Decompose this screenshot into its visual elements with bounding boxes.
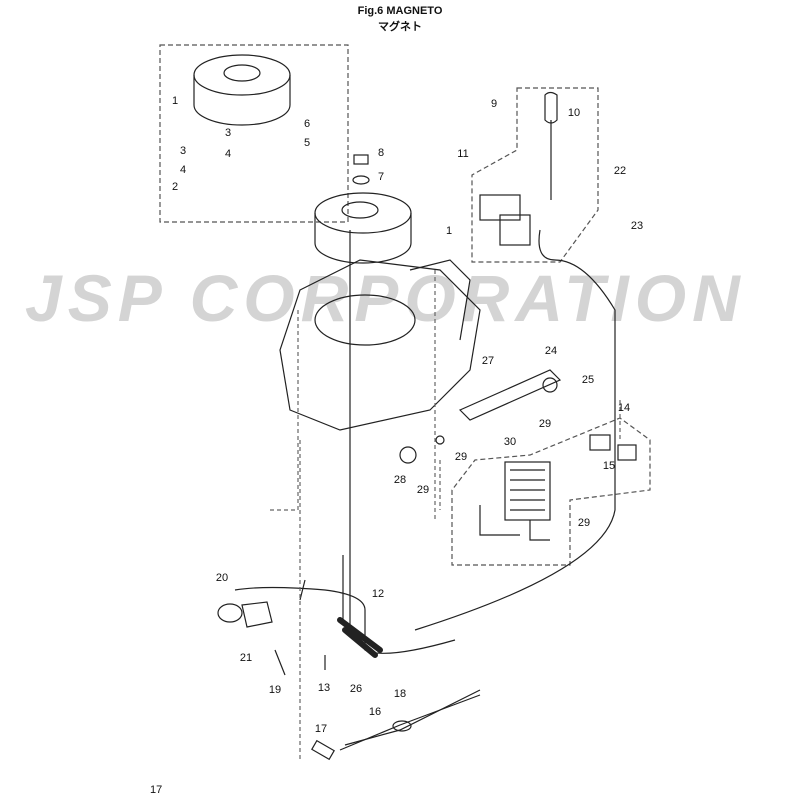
figure-title: Fig.6 MAGNETO [357, 5, 443, 17]
callout-number: 22 [613, 165, 627, 177]
callout-number: 11 [457, 148, 469, 160]
callout-number: 2 [171, 181, 179, 193]
callout-number: 29 [416, 484, 430, 496]
callout-number: 21 [239, 652, 253, 664]
callout-number: 17 [314, 723, 328, 735]
extension-cord [311, 689, 481, 761]
callout-number: 1 [445, 225, 453, 237]
engine-block [279, 259, 481, 431]
callout-number: 1 [171, 95, 179, 107]
flywheel-top [193, 54, 291, 126]
page-number: 17 [150, 784, 163, 796]
wire-harness [217, 230, 456, 676]
callout-number: 20 [215, 572, 229, 584]
callout-number: 10 [567, 107, 581, 119]
callout-number: 8 [377, 147, 385, 159]
callout-number: 4 [224, 148, 232, 160]
callout-number: 29 [454, 451, 468, 463]
ignition-coil [414, 91, 616, 631]
callout-number: 5 [303, 137, 311, 149]
callout-number: 14 [617, 402, 631, 414]
callout-number: 12 [371, 588, 385, 600]
bracket-and-clamps [399, 369, 562, 464]
callout-number: 29 [538, 418, 552, 430]
callout-number: 13 [317, 682, 331, 694]
callout-number: 25 [581, 374, 595, 386]
rectifier [479, 434, 637, 541]
flywheel-main [314, 154, 412, 264]
figure-subtitle: マグネト [378, 21, 422, 33]
callout-number: 9 [490, 98, 498, 110]
callout-number: 18 [393, 688, 407, 700]
group-boxes [159, 44, 651, 566]
watermark: JSP CORPORATION [25, 261, 746, 335]
callout-number: 3 [224, 127, 232, 139]
callout-number: 15 [602, 460, 616, 472]
callout-number: 6 [303, 118, 311, 130]
leader-lines [268, 270, 621, 760]
callout-number: 24 [544, 345, 558, 357]
callout-number: 4 [179, 164, 187, 176]
callout-number: 27 [481, 355, 495, 367]
callout-number: 28 [393, 474, 407, 486]
callout-number: 16 [368, 706, 382, 718]
callout-number: 19 [268, 684, 282, 696]
callout-number: 3 [179, 145, 187, 157]
callout-number: 7 [377, 171, 385, 183]
callout-number: 26 [349, 683, 363, 695]
callout-number: 29 [577, 517, 591, 529]
callout-number: 23 [630, 220, 644, 232]
callout-number: 30 [503, 436, 517, 448]
